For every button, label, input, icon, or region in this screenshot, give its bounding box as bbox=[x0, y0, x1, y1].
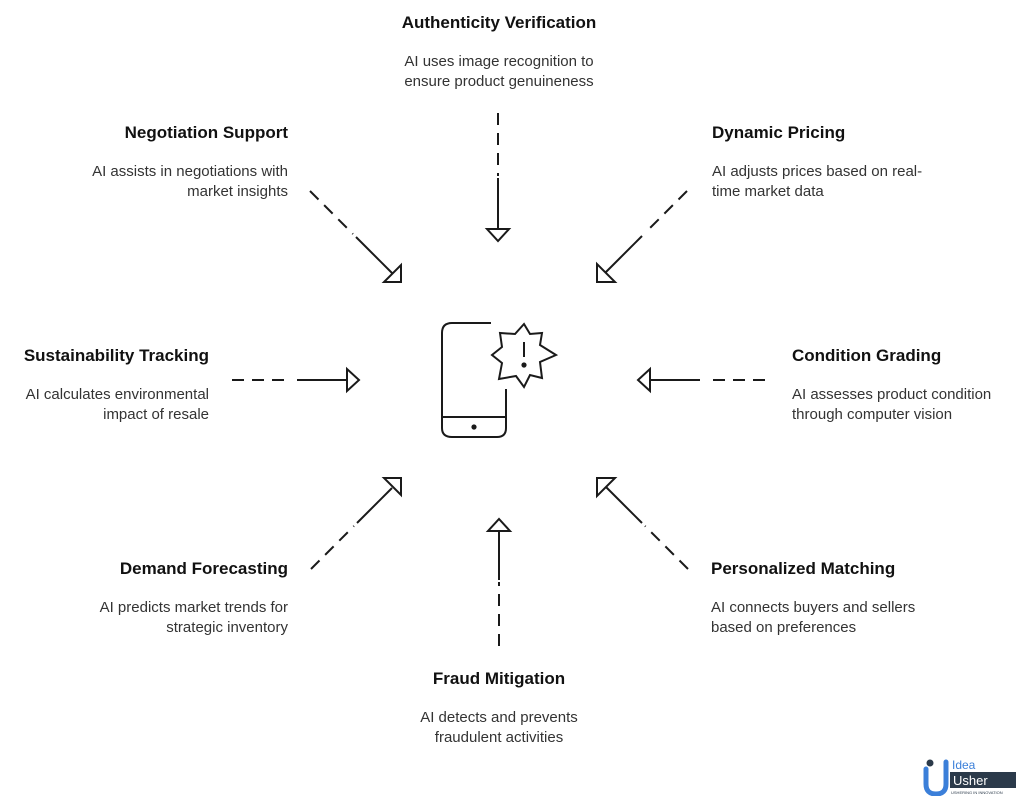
item-description: AI assesses product condition through co… bbox=[792, 386, 992, 423]
item-description: AI calculates environmental impact of re… bbox=[25, 386, 209, 423]
item-title: Dynamic Pricing bbox=[712, 123, 846, 142]
item-title: Condition Grading bbox=[792, 346, 942, 365]
item-condition-grading: Condition Grading AI assesses product co… bbox=[792, 345, 1024, 425]
arrow-dynamic-pricing bbox=[596, 190, 688, 283]
arrow-negotiation bbox=[309, 190, 402, 283]
item-demand-forecasting: Demand Forecasting AI predicts market tr… bbox=[28, 558, 288, 638]
item-title: Personalized Matching bbox=[711, 559, 896, 578]
item-title: Authenticity Verification bbox=[401, 13, 597, 32]
smartphone-alert-icon bbox=[441, 322, 559, 438]
logo-line2: Usher bbox=[953, 773, 988, 788]
item-personalized-matching: Personalized Matching AI connects buyers… bbox=[711, 558, 971, 638]
item-description: AI adjusts prices based on real- time ma… bbox=[712, 163, 923, 200]
item-sustainability-tracking: Sustainability Tracking AI calculates en… bbox=[0, 345, 209, 425]
item-authenticity-verification: Authenticity Verification AI uses image … bbox=[368, 12, 630, 92]
item-description: AI connects buyers and sellers based on … bbox=[711, 599, 916, 636]
item-description: AI predicts market trends for strategic … bbox=[99, 599, 288, 636]
arrow-personalized-matching bbox=[596, 477, 689, 570]
logo-line1: Idea bbox=[952, 758, 976, 772]
item-title: Sustainability Tracking bbox=[23, 346, 209, 365]
item-description: AI detects and prevents fraudulent activ… bbox=[420, 709, 578, 746]
item-dynamic-pricing: Dynamic Pricing AI adjusts prices based … bbox=[712, 122, 972, 202]
item-title: Fraud Mitigation bbox=[432, 669, 566, 688]
item-negotiation-support: Negotiation Support AI assists in negoti… bbox=[28, 122, 288, 202]
logo-tagline: USHERING IN INNOVATION bbox=[951, 790, 1003, 795]
idea-usher-logo: Idea Usher USHERING IN INNOVATION bbox=[922, 756, 1018, 797]
logo-u-mark bbox=[923, 759, 949, 797]
item-title: Demand Forecasting bbox=[119, 559, 288, 578]
logo-dot bbox=[926, 759, 934, 767]
arrow-condition-grading bbox=[636, 366, 765, 394]
item-fraud-mitigation: Fraud Mitigation AI detects and prevents… bbox=[378, 668, 620, 748]
logo-bar bbox=[950, 772, 1016, 788]
arrow-demand-forecasting bbox=[310, 477, 402, 570]
arrow-fraud-mitigation bbox=[485, 517, 513, 646]
item-title: Negotiation Support bbox=[124, 123, 288, 142]
item-description: AI assists in negotiations with market i… bbox=[92, 163, 288, 200]
arrow-sustainability bbox=[232, 366, 361, 394]
arrow-authenticity bbox=[484, 113, 512, 243]
item-description: AI uses image recognition to ensure prod… bbox=[404, 53, 594, 90]
